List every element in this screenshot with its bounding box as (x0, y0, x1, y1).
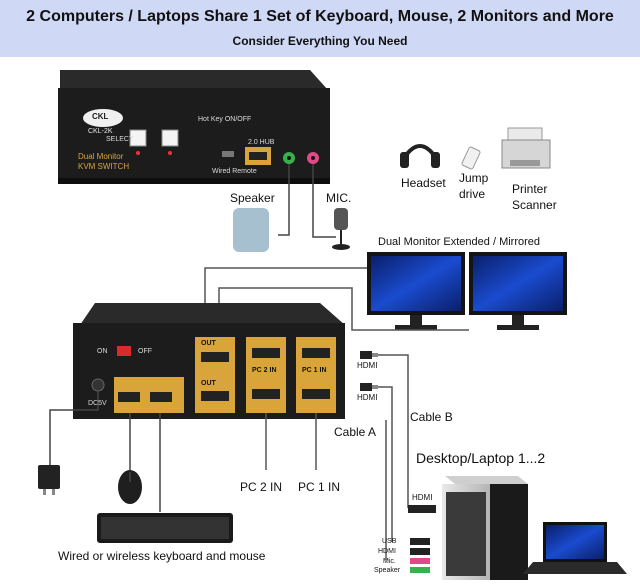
pc2-in-label: PC 2 IN (240, 480, 283, 494)
wired-remote-label: Wired Remote (212, 168, 257, 175)
usb-hub-label: 2.0 HUB (248, 139, 275, 146)
cable-a-label: Cable A (334, 425, 377, 439)
monitor-right (469, 252, 567, 330)
dc-label: DC5V (88, 400, 107, 407)
computer-title: Desktop/Laptop 1...2 (416, 450, 546, 466)
hdmi-plug-2-icon (360, 383, 378, 391)
speaker-label: Speaker (230, 191, 275, 205)
keyboard-icon (97, 513, 233, 543)
product-name-line1: Dual Monitor (78, 152, 124, 161)
pc-mic-plug-icon (410, 558, 430, 564)
led-2-icon (168, 151, 172, 155)
hdmi-plug-1-icon (360, 351, 378, 359)
pc-mic-label: Mic. (383, 558, 396, 565)
headset-label: Headset (401, 176, 446, 190)
keyboard-mouse-label: Wired or wireless keyboard and mouse (58, 549, 266, 563)
pc-usb-label: USB (382, 538, 397, 545)
power-off-label: OFF (138, 348, 152, 355)
page-title: 2 Computers / Laptops Share 1 Set of Key… (26, 8, 614, 25)
laptop-icon (523, 522, 627, 574)
jump-drive-label-line2: drive (459, 187, 486, 201)
printer-icon (501, 127, 551, 169)
hdmi-out-block (195, 337, 235, 413)
printer-label-line1: Printer (512, 182, 548, 196)
dc-jack (91, 378, 105, 392)
monitors-label: Dual Monitor Extended / Mirrored (378, 236, 541, 248)
monitor-left (367, 252, 465, 330)
select-label: SELECT (106, 136, 134, 143)
kvm-switch-back (73, 303, 345, 419)
cable-b-label: Cable B (410, 410, 453, 424)
desktop-tower (442, 476, 528, 580)
page-subtitle: Consider Everything You Need (232, 34, 408, 48)
model-label: CKL-2K (88, 128, 113, 135)
pc1-block-label: PC 1 IN (302, 367, 327, 374)
power-switch[interactable] (117, 346, 131, 356)
pc2-block-label: PC 2 IN (252, 367, 277, 374)
jump-drive-label-line1: Jump (459, 171, 489, 185)
pc-hdmi-plug-icon (408, 505, 436, 513)
kvm-switch-front (58, 70, 330, 184)
pc-speaker-plug-icon (410, 567, 430, 573)
brand-logo-text: CKL (92, 112, 109, 121)
select-button-1[interactable] (129, 129, 147, 147)
pc-speaker-label: Speaker (374, 567, 401, 574)
power-on-label: ON (97, 348, 108, 355)
hdmi-label-2: HDMI (357, 393, 378, 402)
pc1-in-label: PC 1 IN (298, 480, 341, 494)
mouse-icon (118, 470, 142, 504)
mic-label: MIC. (326, 191, 352, 205)
speaker-icon (233, 208, 269, 252)
header-banner (0, 0, 640, 57)
power-adapter-icon (38, 465, 60, 495)
out-label-top: OUT (201, 340, 216, 347)
jump-drive-icon (461, 146, 481, 170)
out-label-bottom: OUT (201, 380, 216, 387)
led-1-icon (136, 151, 140, 155)
pc-hdmi-small-label: HDMI (378, 548, 396, 555)
pc-hdmi-small-plug-icon (410, 548, 430, 555)
headset-icon (400, 144, 440, 168)
printer-label-line2: Scanner (512, 198, 557, 212)
ckl-logo (83, 109, 123, 127)
hotkey-label: Hot Key ON/OFF (198, 116, 252, 123)
product-name-line2: KVM SWITCH (78, 162, 130, 171)
microphone-icon (332, 208, 350, 250)
pc-hdmi-label: HDMI (412, 493, 433, 502)
remote-port (222, 151, 234, 157)
hdmi-label-1: HDMI (357, 361, 378, 370)
select-button-2[interactable] (161, 129, 179, 147)
pc-usb-plug-icon (410, 538, 430, 545)
